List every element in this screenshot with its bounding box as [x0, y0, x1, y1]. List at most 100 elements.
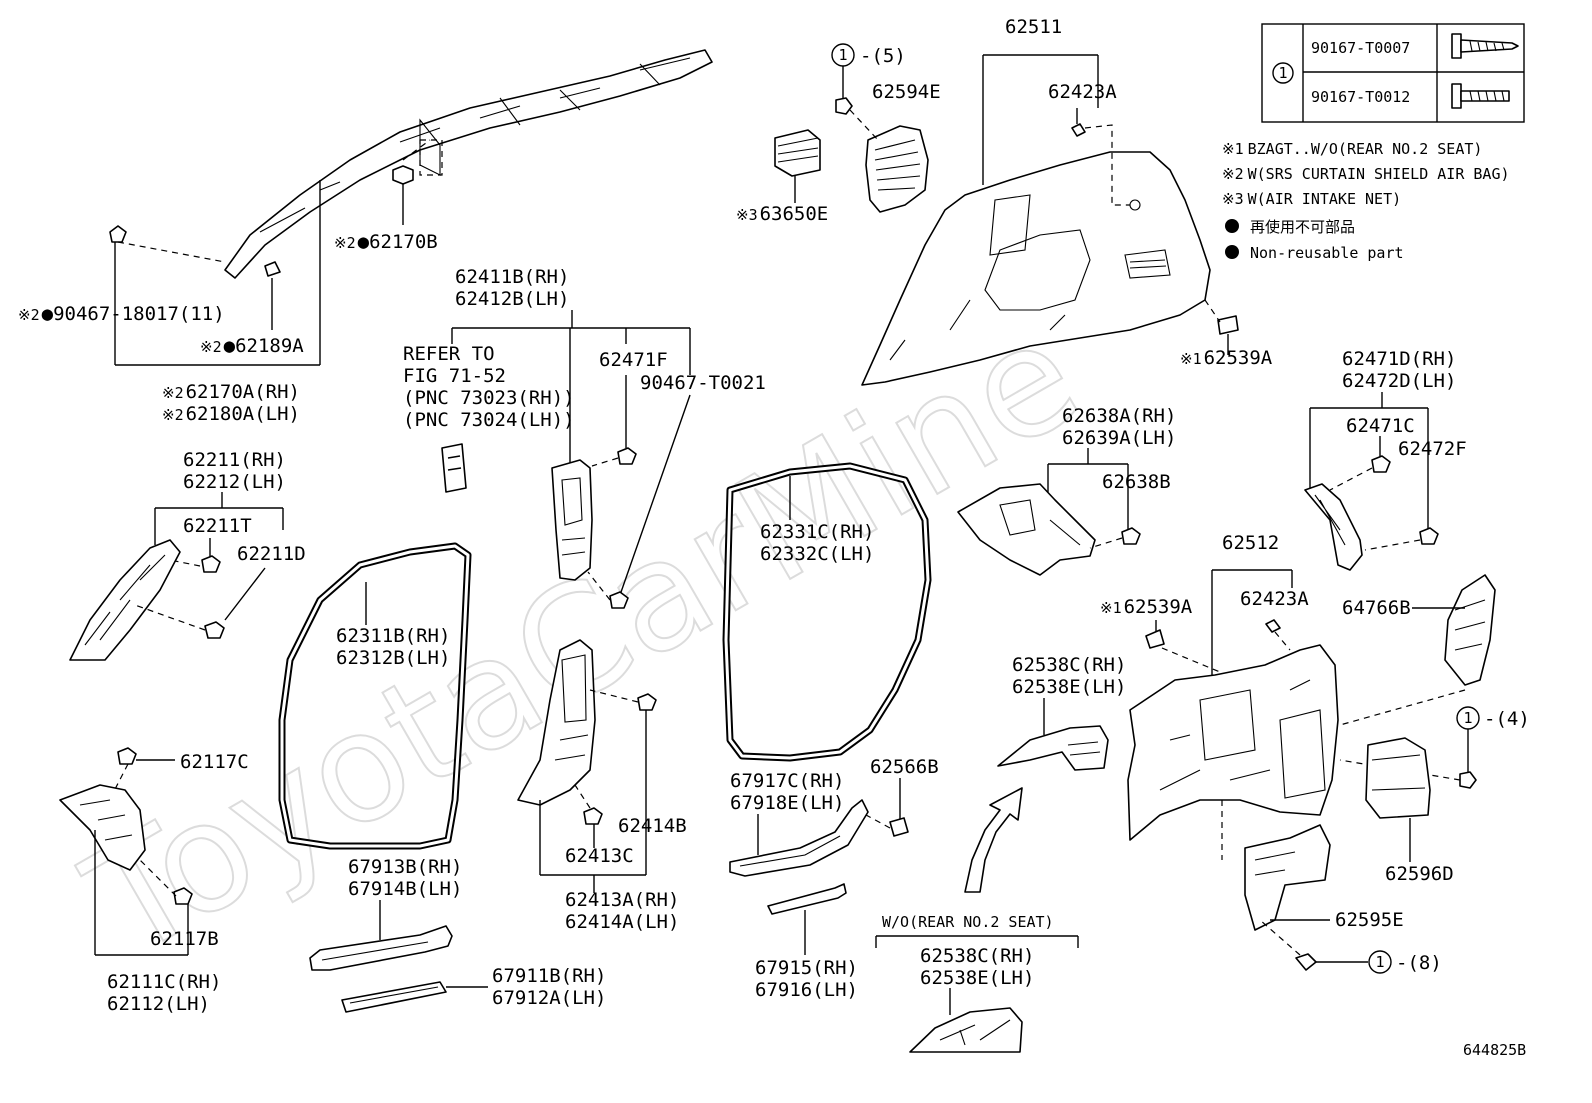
svg-text:※3W(AIR INTAKE NET): ※3W(AIR INTAKE NET): [1222, 190, 1401, 208]
label-62538E-b: 62538E(LH): [920, 967, 1034, 989]
clip-icon: [1071, 123, 1086, 137]
clip-62539A-mid: [1145, 629, 1165, 649]
screw-icon: [835, 97, 853, 115]
clip-62539A: [1217, 315, 1239, 335]
clip-icon: [109, 225, 127, 243]
clip-62211D: [204, 621, 225, 639]
svg-text:再使用不可部品: 再使用不可部品: [1250, 218, 1355, 236]
switch-icon: [441, 443, 467, 493]
label-62413A: 62413A(RH): [565, 889, 679, 911]
label-62413C: 62413C: [565, 845, 634, 867]
legend-symbol-icon: [1272, 62, 1294, 84]
svg-text:1: 1: [1463, 709, 1472, 727]
label-qty8: -(8): [1396, 952, 1442, 974]
fastener-legend: 1 90167-T0007 90167-T0012: [1261, 23, 1525, 123]
label-wo-rear: W/O(REAR NO.2 SEAT): [882, 913, 1054, 931]
screw-icon: [1459, 771, 1477, 789]
pillar-trim-lower: [517, 639, 596, 806]
clip-90467-T0021: [609, 591, 629, 609]
clip-62117B: [173, 887, 193, 905]
label-62112: 62112(LH): [107, 993, 210, 1015]
scuff-plate-67915: [767, 883, 847, 915]
scuff-plate-67917C: [729, 799, 869, 877]
clip-62471F: [617, 447, 637, 465]
label-62170B: ※2●62170B: [334, 231, 438, 253]
legend-symbol: 1: [1278, 64, 1287, 82]
label-67918E: 67918E(LH): [730, 792, 844, 814]
label-62331C: 62331C(RH): [760, 521, 874, 543]
trim-62538C-upper: [997, 725, 1109, 771]
scuff-plate-67911B: [341, 981, 447, 1013]
cover-62596D: [1365, 737, 1431, 819]
label-62312B: 62312B(LH): [336, 647, 450, 669]
clip-icon: [264, 261, 281, 277]
label-67915: 67915(RH): [755, 957, 858, 979]
label-62412B: 62412B(LH): [455, 288, 569, 310]
refer-line-1: REFER TO: [403, 343, 495, 365]
trim-62638A: [957, 483, 1096, 576]
screw-icon: [1295, 953, 1317, 971]
arrow-icon: [964, 787, 1023, 893]
legend-part-1: 90167-T0007: [1311, 39, 1410, 57]
label-62512: 62512: [1222, 532, 1279, 554]
label-62117B: 62117B: [150, 928, 219, 950]
label-62595E: 62595E: [1335, 909, 1404, 931]
label-62212: 62212(LH): [183, 471, 286, 493]
label-62211T: 62211T: [183, 515, 252, 537]
door-seal-62311B: [278, 542, 472, 850]
label-62211D: 62211D: [237, 543, 306, 565]
cover-62594E: [865, 125, 929, 213]
air-intake-net-63650E: [774, 129, 821, 177]
label-62423A-mid: 62423A: [1240, 588, 1309, 610]
label-62538C-b: 62538C(RH): [920, 945, 1034, 967]
bolt-short-icon: [1451, 83, 1510, 109]
label-62117C: 62117C: [180, 751, 249, 773]
label-62311B: 62311B(RH): [336, 625, 450, 647]
label-62414B: 62414B: [618, 815, 687, 837]
pillar-trim-upper: [551, 459, 593, 581]
label-62538C-a: 62538C(RH): [1012, 654, 1126, 676]
label-62414A: 62414A(LH): [565, 911, 679, 933]
legend-part-2: 90167-T0012: [1311, 88, 1410, 106]
quarter-trim-panel-62511: [861, 123, 1211, 386]
label-67916: 67916(LH): [755, 979, 858, 1001]
cover-62595E: [1244, 824, 1331, 931]
clip-62566B: [889, 817, 909, 837]
label-62189A: ※2●62189A: [200, 335, 304, 357]
label-64766B: 64766B: [1342, 597, 1411, 619]
clip-62413C: [583, 807, 603, 825]
clip-62472F: [1419, 527, 1439, 545]
label-62471F: 62471F: [599, 349, 668, 371]
label-90467-18017: ※2●90467-18017(11): [18, 303, 225, 325]
label-62471C: 62471C: [1346, 415, 1415, 437]
label-67913B: 67913B(RH): [348, 856, 462, 878]
label-67911B: 67911B(RH): [492, 965, 606, 987]
door-seal-62331C: [722, 462, 932, 762]
clip-62211T: [201, 555, 221, 573]
label-90467-T0021: 90467-T0021: [640, 372, 766, 394]
clip-62471C: [1371, 455, 1391, 473]
clip-62638B: [1121, 527, 1141, 545]
refer-line-3: (PNC 73023(RH)): [403, 387, 575, 409]
label-qty5: -(5): [860, 45, 906, 67]
clip-62414B: [637, 693, 657, 711]
label-62638B: 62638B: [1102, 471, 1171, 493]
clip-62117C: [117, 747, 137, 765]
label-62538E-a: 62538E(LH): [1012, 676, 1126, 698]
scuff-plate-67913B: [309, 925, 453, 971]
label-62111C: 62111C(RH): [107, 971, 221, 993]
label-67914B: 67914B(LH): [348, 878, 462, 900]
a-pillar-trim: [69, 539, 181, 661]
trim-62471D: [1304, 483, 1363, 571]
label-62596D: 62596D: [1385, 863, 1454, 885]
svg-text:1: 1: [1375, 953, 1384, 971]
trim-62538C-lower: [909, 1007, 1023, 1053]
